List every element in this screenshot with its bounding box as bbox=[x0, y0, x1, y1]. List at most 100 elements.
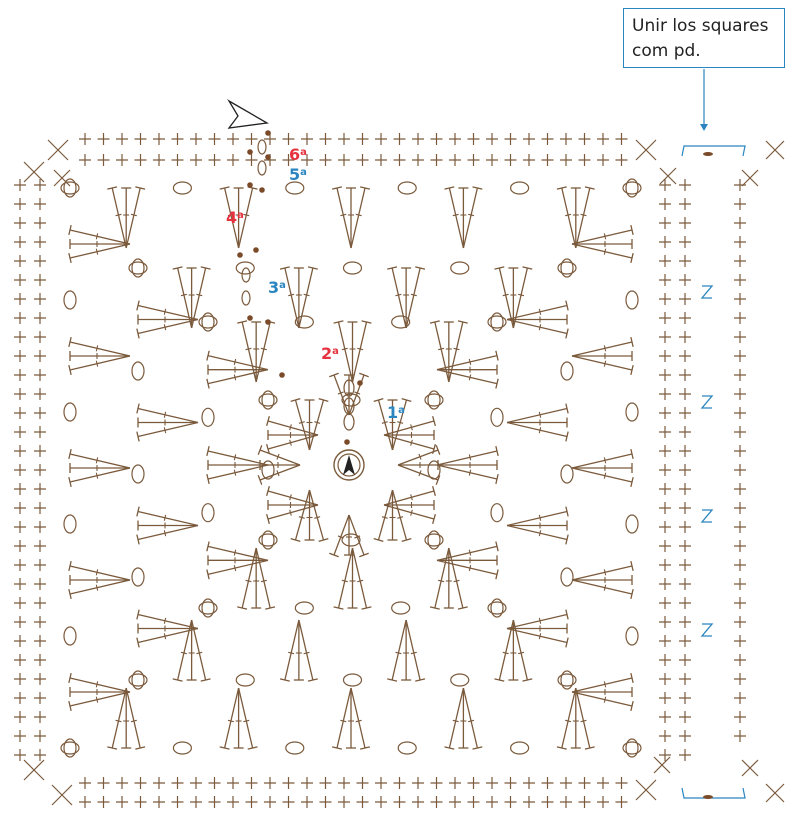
sc-stitch-icon bbox=[679, 711, 691, 723]
round-start-marker-icon bbox=[237, 252, 243, 258]
dc-bar-icon bbox=[234, 550, 235, 556]
sc-stitch-icon bbox=[679, 673, 691, 685]
round-label-2: 2a bbox=[321, 344, 339, 362]
chain-stitch-icon bbox=[173, 742, 191, 754]
dc-stitch-icon bbox=[576, 688, 590, 748]
sc-stitch-icon bbox=[209, 154, 221, 166]
dc-stitch-icon bbox=[70, 244, 130, 258]
sc-stitch-icon bbox=[679, 464, 691, 476]
sc-stitch-icon bbox=[264, 777, 276, 789]
round-start-marker-icon bbox=[357, 380, 363, 386]
sc-stitch-icon bbox=[734, 483, 746, 495]
dc-bar-icon bbox=[234, 565, 235, 571]
sc-stitch-icon bbox=[34, 236, 46, 248]
dc-bar-icon bbox=[604, 697, 605, 703]
dc-stitch-icon bbox=[339, 548, 353, 608]
sc-stitch-icon bbox=[679, 388, 691, 400]
dc-stitch-icon bbox=[437, 560, 497, 574]
round-start-marker-icon bbox=[344, 439, 350, 445]
dc-bar-icon bbox=[503, 652, 509, 653]
dc-stitch-icon bbox=[507, 615, 567, 629]
sc-stitch-icon bbox=[679, 407, 691, 419]
sc-stitch-icon bbox=[734, 369, 746, 381]
sc-stitch-icon bbox=[153, 777, 165, 789]
dc-stitch-icon bbox=[507, 526, 567, 540]
dc-stitch-icon bbox=[392, 268, 406, 328]
sc-stitch-icon bbox=[14, 673, 26, 685]
dc-bar-icon bbox=[181, 294, 187, 295]
dc-bar-icon bbox=[299, 422, 305, 424]
dc-bar-icon bbox=[290, 440, 292, 446]
sc-stitch-icon bbox=[679, 217, 691, 229]
dc-bar-icon bbox=[382, 517, 388, 519]
sc-stitch-icon bbox=[301, 796, 313, 808]
join-stitches-column bbox=[682, 141, 784, 802]
sc-stitch-icon bbox=[246, 777, 258, 789]
sc-stitch-icon bbox=[659, 388, 671, 400]
sc-stitch-icon bbox=[209, 133, 221, 145]
sc-stitch-icon bbox=[523, 154, 535, 166]
sc-stitch-icon bbox=[14, 331, 26, 343]
dc-stitch-icon bbox=[138, 512, 198, 526]
dc-stitch-icon bbox=[572, 244, 632, 258]
chain-stitch-icon bbox=[626, 627, 638, 645]
dc-bar-icon bbox=[243, 214, 249, 215]
sc-stitch-icon bbox=[560, 133, 572, 145]
sc-stitch-icon bbox=[153, 796, 165, 808]
dc-stitch-icon bbox=[507, 512, 567, 526]
corner-stitch-icon bbox=[636, 780, 656, 800]
pointer-arrow-icon bbox=[229, 101, 267, 128]
dc-stitch-icon bbox=[337, 188, 351, 248]
dc-stitch-icon bbox=[572, 580, 632, 594]
dc-bar-icon bbox=[228, 720, 234, 721]
dc-stitch-icon bbox=[70, 692, 130, 706]
sc-stitch-icon bbox=[734, 179, 746, 191]
sc-stitch-icon bbox=[116, 154, 128, 166]
sc-stitch-icon bbox=[468, 133, 480, 145]
corner-stitch-icon bbox=[24, 162, 44, 182]
sc-stitch-icon bbox=[34, 464, 46, 476]
dc-bar-icon bbox=[234, 454, 235, 460]
dc-bar-icon bbox=[96, 361, 97, 367]
sc-stitch-icon bbox=[468, 777, 480, 789]
join-chain-icon bbox=[703, 152, 713, 156]
dc-stitch-icon bbox=[463, 688, 477, 748]
sc-stitch-icon bbox=[14, 730, 26, 742]
sc-stitch-icon bbox=[34, 559, 46, 571]
sc-stitch-icon bbox=[616, 796, 628, 808]
sc-stitch-icon bbox=[597, 796, 609, 808]
sc-stitch-icon bbox=[734, 464, 746, 476]
sc-stitch-icon bbox=[412, 154, 424, 166]
dc-bar-icon bbox=[261, 580, 267, 581]
dc-bar-icon bbox=[181, 652, 187, 653]
dc-stitch-icon bbox=[138, 306, 198, 320]
dc-stitch-icon bbox=[112, 688, 126, 748]
dc-bar-icon bbox=[164, 530, 165, 536]
dc-bar-icon bbox=[246, 580, 252, 581]
dc-stitch-icon bbox=[507, 629, 567, 643]
sc-stitch-icon bbox=[98, 796, 110, 808]
sc-stitch-icon bbox=[734, 217, 746, 229]
dc-bar-icon bbox=[396, 294, 402, 295]
sc-stitch-icon bbox=[734, 730, 746, 742]
sc-stitch-icon bbox=[679, 179, 691, 191]
sc-stitch-icon bbox=[116, 133, 128, 145]
sc-stitch-icon bbox=[209, 777, 221, 789]
dc-bar-icon bbox=[299, 517, 305, 519]
sc-stitch-icon bbox=[34, 369, 46, 381]
sc-stitch-icon bbox=[227, 777, 239, 789]
sc-stitch-icon bbox=[659, 350, 671, 362]
chain-stitch-icon bbox=[626, 291, 638, 309]
dc-bar-icon bbox=[453, 214, 459, 215]
sc-stitch-icon bbox=[246, 154, 258, 166]
join-instruction-callout: Unir los squares com pd. bbox=[623, 8, 785, 68]
sc-stitch-icon bbox=[616, 777, 628, 789]
dc-stitch-icon bbox=[138, 320, 198, 334]
sc-stitch-icon bbox=[734, 711, 746, 723]
sc-stitch-icon bbox=[486, 154, 498, 166]
sc-stitch-icon bbox=[34, 711, 46, 723]
dc-bar-icon bbox=[342, 580, 348, 581]
sc-stitch-icon bbox=[679, 521, 691, 533]
sc-stitch-icon bbox=[153, 133, 165, 145]
sc-stitch-icon bbox=[449, 796, 461, 808]
